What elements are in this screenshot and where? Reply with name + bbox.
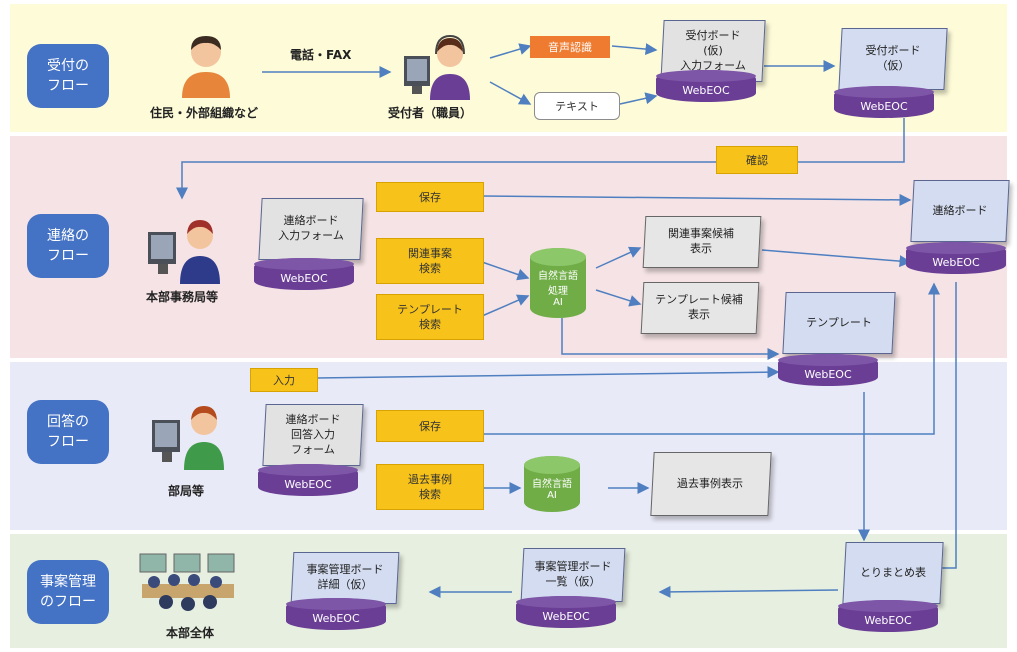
arrow-related-to-board <box>761 249 912 268</box>
past-cases-panel: 過去事例表示 <box>650 452 772 516</box>
template-board-label: テンプレート <box>806 315 872 329</box>
webeoc-badge: WebEOC <box>254 258 354 290</box>
related-search-action: 関連事案 検索 <box>376 238 484 284</box>
residents-label: 住民・外部組織など <box>150 106 259 120</box>
webeoc-badge: WebEOC <box>258 464 358 496</box>
case-detail-label: 事案管理ボード 詳細（仮） <box>306 563 384 591</box>
lane-label-mgmt: 事案管理 のフロー <box>27 560 109 624</box>
webeoc-badge: WebEOC <box>906 242 1006 274</box>
contact-input-form-board: 連絡ボード 入力フォーム WebEOC <box>254 198 364 294</box>
reception-input-form-board: 受付ボード (仮) 入力フォーム WebEOC <box>656 20 766 104</box>
save-answer-action: 保存 <box>376 410 484 442</box>
webeoc-badge: WebEOC <box>286 598 386 630</box>
contact-board-label: 連絡ボード <box>932 203 988 217</box>
lane-label-reception: 受付の フロー <box>27 44 109 108</box>
arrow-template-search <box>481 294 530 317</box>
webeoc-badge: WebEOC <box>656 70 756 102</box>
departments-label: 部局等 <box>168 484 205 498</box>
arrow-db-to-related <box>595 246 642 269</box>
case-list-label: 事案管理ボード 一覧（仮） <box>534 560 612 588</box>
hq-office-icon <box>146 212 224 284</box>
departments-icon <box>150 400 226 470</box>
summary-table-board: とりまとめ表 WebEOC <box>838 542 944 634</box>
lane-label-answer: 回答の フロー <box>27 400 109 464</box>
ai-database-2: 自然言語 AI <box>524 456 580 512</box>
arrow-save-answer <box>482 282 940 435</box>
arrow-input <box>315 366 780 379</box>
receptionist-icon <box>400 28 472 100</box>
webeoc-badge: WebEOC <box>838 600 938 632</box>
hq-all-label: 本部全体 <box>166 626 215 640</box>
save-contact-action: 保存 <box>376 182 484 212</box>
lane-answer: 回答の フロー <box>10 362 1007 530</box>
arrow-board-to-summary <box>902 282 957 574</box>
text-input-box: テキスト <box>534 92 620 120</box>
webeoc-badge: WebEOC <box>516 596 616 628</box>
arrow-related-search <box>481 261 530 281</box>
summary-table-label: とりまとめ表 <box>860 565 926 579</box>
residents-icon <box>176 30 236 98</box>
contact-board: 連絡ボード WebEOC <box>906 180 1010 276</box>
hq-office-label: 本部事務局等 <box>146 290 219 304</box>
phone-fax-label: 電話・FAX <box>290 48 352 62</box>
reception-board-label: 受付ボード （仮） <box>865 44 921 72</box>
receptionist-label: 受付者（職員） <box>388 106 473 120</box>
template-candidates-panel: テンプレート候補 表示 <box>640 282 760 334</box>
arrow-to-text <box>489 81 532 105</box>
arrow-to-voice <box>489 43 532 59</box>
arrow-db-to-template <box>595 289 642 307</box>
template-search-action: テンプレート 検索 <box>376 294 484 340</box>
template-board: テンプレート WebEOC <box>778 292 896 390</box>
template-candidates-label: テンプレート候補 表示 <box>655 293 743 321</box>
ai-database-1: 自然言語 処理 AI <box>530 248 586 318</box>
arrow-summary-to-list <box>658 585 839 598</box>
arrow-text-to-form <box>619 92 658 105</box>
related-candidates-label: 関連事案候補 表示 <box>668 227 734 255</box>
past-search-action: 過去事例 検索 <box>376 464 484 510</box>
lane-label-contact: 連絡の フロー <box>27 214 109 278</box>
answer-input-form-label: 連絡ボード 回答入力 フォーム <box>285 412 341 456</box>
arrow-save-contact <box>481 193 912 206</box>
reception-input-form-label: 受付ボード (仮) 入力フォーム <box>680 28 746 72</box>
webeoc-badge: WebEOC <box>778 354 878 386</box>
related-candidates-panel: 関連事案候補 表示 <box>642 216 762 268</box>
answer-input-form-board: 連絡ボード 回答入力 フォーム WebEOC <box>258 404 364 500</box>
confirm-action: 確認 <box>716 146 798 174</box>
hq-meeting-icon <box>136 552 240 612</box>
arrow-voice-to-form <box>611 43 658 56</box>
case-detail-board: 事案管理ボード 詳細（仮） WebEOC <box>286 552 400 642</box>
contact-input-form-label: 連絡ボード 入力フォーム <box>278 214 344 242</box>
past-cases-label: 過去事例表示 <box>677 476 743 490</box>
reception-board: 受付ボード （仮） WebEOC <box>834 28 948 122</box>
voice-recognition-box: 音声認識 <box>530 36 610 58</box>
arrow-db-to-template-board <box>561 318 780 360</box>
case-list-board: 事案管理ボード 一覧（仮） WebEOC <box>516 548 626 638</box>
webeoc-badge: WebEOC <box>834 86 934 118</box>
input-action: 入力 <box>250 368 318 392</box>
arrow-confirm <box>176 118 905 200</box>
